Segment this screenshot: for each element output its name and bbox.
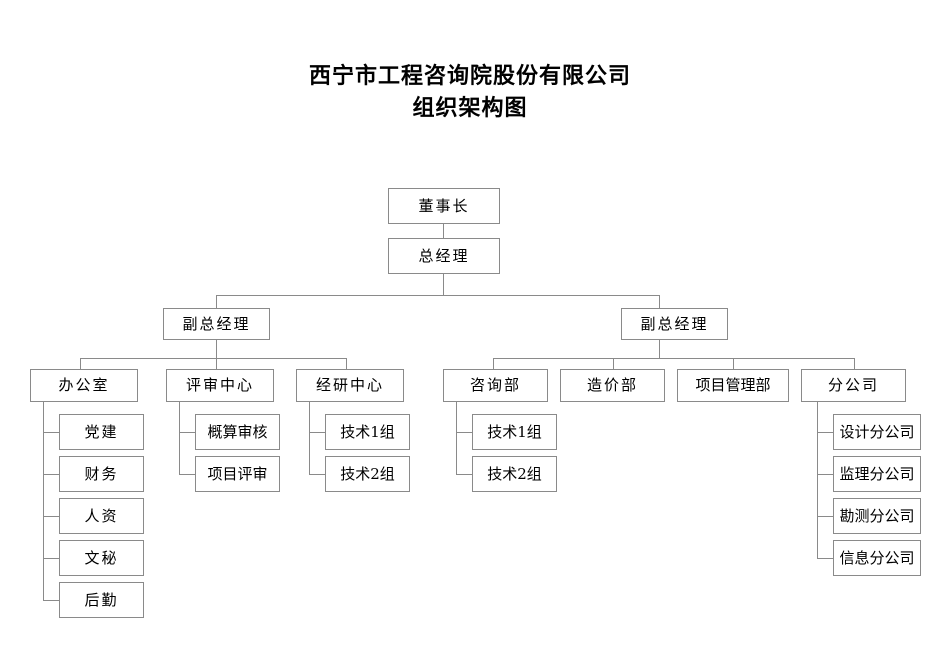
node-deputy-gm-left[interactable]: 副总经理 <box>163 308 270 340</box>
node-office-child-secretariat[interactable]: 文秘 <box>59 540 144 576</box>
node-branch-company[interactable]: 分公司 <box>801 369 906 402</box>
node-branch-child-supervision[interactable]: 监理分公司 <box>833 456 921 492</box>
node-review-child-project-review[interactable]: 项目评审 <box>195 456 280 492</box>
node-general-manager[interactable]: 总经理 <box>388 238 500 274</box>
connector-review-stub-2 <box>179 474 195 475</box>
connector-deputy-left-stem <box>216 340 217 358</box>
connector-deputy-right-bus <box>493 358 854 359</box>
connector-bus-to-research-center <box>346 358 347 369</box>
node-branch-child-design[interactable]: 设计分公司 <box>833 414 921 450</box>
node-research-child-tech-group-1[interactable]: 技术1组 <box>325 414 410 450</box>
node-branch-child-survey[interactable]: 勘测分公司 <box>833 498 921 534</box>
connector-bus-to-cost <box>613 358 614 369</box>
connector-office-rail <box>43 402 44 600</box>
connector-gm-bus <box>216 295 660 296</box>
connector-review-stub-1 <box>179 432 195 433</box>
page-title: 西宁市工程咨询院股份有限公司 组织架构图 <box>0 60 940 124</box>
node-chairman[interactable]: 董事长 <box>388 188 500 224</box>
connector-research-rail <box>309 402 310 474</box>
node-consulting-child-tech-group-2[interactable]: 技术2组 <box>472 456 557 492</box>
node-cost-dept[interactable]: 造价部 <box>560 369 665 402</box>
node-office-child-finance[interactable]: 财务 <box>59 456 144 492</box>
node-research-child-tech-group-2[interactable]: 技术2组 <box>325 456 410 492</box>
node-research-center[interactable]: 经研中心 <box>296 369 404 402</box>
connector-branch-stub-2 <box>817 474 833 475</box>
title-line-company: 西宁市工程咨询院股份有限公司 <box>308 63 631 89</box>
connector-office-stub-5 <box>43 600 59 601</box>
connector-branch-stub-4 <box>817 558 833 559</box>
connector-deputy-right-stem <box>659 340 660 358</box>
connector-bus-to-deputy-left <box>216 295 217 308</box>
connector-bus-to-deputy-right <box>659 295 660 308</box>
connector-research-stub-1 <box>309 432 325 433</box>
node-review-child-budget-audit[interactable]: 概算审核 <box>195 414 280 450</box>
node-office-child-hr[interactable]: 人资 <box>59 498 144 534</box>
connector-bus-to-branch <box>854 358 855 369</box>
connector-chairman-to-gm <box>443 224 444 238</box>
node-project-mgmt-dept[interactable]: 项目管理部 <box>677 369 789 402</box>
connector-bus-to-project-mgmt <box>733 358 734 369</box>
connector-gm-stem <box>443 274 444 295</box>
connector-office-stub-4 <box>43 558 59 559</box>
node-review-center[interactable]: 评审中心 <box>166 369 274 402</box>
connector-bus-to-review-center <box>216 358 217 369</box>
connector-branch-stub-3 <box>817 516 833 517</box>
node-office-child-logistics[interactable]: 后勤 <box>59 582 144 618</box>
connector-consulting-rail <box>456 402 457 474</box>
connector-bus-to-consulting <box>493 358 494 369</box>
connector-office-stub-2 <box>43 474 59 475</box>
node-deputy-gm-right[interactable]: 副总经理 <box>621 308 728 340</box>
connector-review-rail <box>179 402 180 474</box>
node-consulting-dept[interactable]: 咨询部 <box>443 369 548 402</box>
node-consulting-child-tech-group-1[interactable]: 技术1组 <box>472 414 557 450</box>
node-branch-child-information[interactable]: 信息分公司 <box>833 540 921 576</box>
connector-office-stub-3 <box>43 516 59 517</box>
connector-branch-rail <box>817 402 818 558</box>
connector-research-stub-2 <box>309 474 325 475</box>
node-office[interactable]: 办公室 <box>30 369 138 402</box>
node-office-child-party-building[interactable]: 党建 <box>59 414 144 450</box>
connector-branch-stub-1 <box>817 432 833 433</box>
connector-consulting-stub-1 <box>456 432 472 433</box>
connector-bus-to-office <box>80 358 81 369</box>
title-line-subject: 组织架构图 <box>412 95 528 121</box>
connector-deputy-left-bus <box>80 358 346 359</box>
connector-office-stub-1 <box>43 432 59 433</box>
connector-consulting-stub-2 <box>456 474 472 475</box>
